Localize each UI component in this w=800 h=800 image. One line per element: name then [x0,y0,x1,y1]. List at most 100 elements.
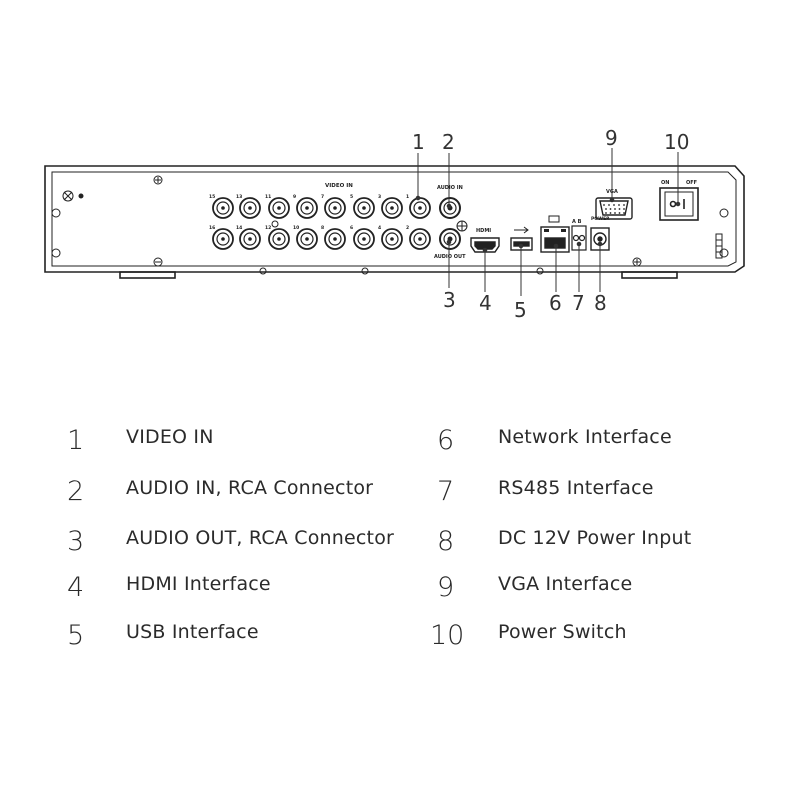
callout-6: 6 [549,291,562,315]
callout-8: 8 [594,291,607,315]
bnc-connector [212,228,234,250]
bnc-connector-inner [272,232,286,246]
bnc-channel-label: 16 [209,225,215,231]
legend-label: Network Interface [498,426,672,448]
bnc-connector-inner [300,201,314,215]
audio-out-panel-label: AUDIO OUT [434,254,466,260]
bnc-connector-pin [418,237,422,241]
legend-number: 2 [67,476,85,507]
bnc-connector-pin [221,237,225,241]
bnc-channel-label: 10 [293,225,299,231]
vga-pin [623,204,625,206]
legend-number: 9 [437,572,455,603]
vga-port [595,197,633,220]
legend-label: USB Interface [126,621,259,643]
vga-pin [605,208,607,210]
legend-label: AUDIO IN, RCA Connector [126,477,374,499]
bnc-connector-pin [277,237,281,241]
vga-pin [614,208,616,210]
bnc-channel-label: 5 [350,194,353,200]
vga-pin [618,204,620,206]
audio-in-panel-label: AUDIO IN [437,185,463,191]
callout-9: 9 [605,126,618,150]
vga-pin [623,208,625,210]
rs485-panel-label: A B [572,219,582,225]
bnc-channel-label: 9 [293,194,296,200]
bnc-connector [381,228,403,250]
legend-number: 3 [67,526,85,557]
bnc-channel-label: 2 [406,225,409,231]
vga-pin [608,204,610,206]
bnc-connector [268,197,290,219]
callout-4: 4 [479,291,492,315]
callout-10: 10 [664,130,689,154]
hdmi-port [470,237,500,253]
bnc-connector-inner [413,232,427,246]
bnc-connector-inner [328,201,342,215]
legend-label: DC 12V Power Input [498,527,692,549]
bnc-connector-inner [272,201,286,215]
bnc-connector-pin [333,206,337,210]
bnc-connector-pin [248,237,252,241]
callout-7: 7 [572,291,585,315]
bnc-connector-inner [216,201,230,215]
bnc-connector-inner [385,232,399,246]
chassis-screws [51,175,729,275]
callout-lines [415,148,681,296]
bnc-channel-label: 8 [321,225,324,231]
bnc-connector-inner [243,232,257,246]
legend-label: VIDEO IN [126,426,214,448]
power-switch-on-label: ON [661,180,669,186]
vga-pin [623,212,625,214]
vga-pin [605,212,607,214]
bnc-connector [296,197,318,219]
bnc-connector-inner [357,201,371,215]
bnc-channel-label: 6 [350,225,353,231]
legend-label: RS485 Interface [498,477,654,499]
bnc-channel-label: 13 [236,194,242,200]
bnc-connector-pin [221,206,225,210]
bnc-connector-inner [243,201,257,215]
callout-numbers: 1 2 3 4 5 6 7 8 9 10 [412,126,689,322]
vga-pin [618,208,621,210]
side-vent [715,233,723,259]
bnc-connector [239,197,261,219]
callout-2: 2 [442,130,455,154]
bnc-connector-pin [305,206,309,210]
vga-pin [614,212,616,214]
bnc-connector-inner [328,232,342,246]
power-switch [659,187,699,221]
bnc-connector-pin [333,237,337,241]
legend-number: 4 [67,572,85,603]
bnc-connector [296,228,318,250]
bnc-channel-label: 3 [378,194,381,200]
bnc-connector [381,197,403,219]
bnc-connector-pin [390,206,394,210]
legend-label: VGA Interface [498,573,633,595]
bnc-channel-label: 1 [406,194,409,200]
legend-number: 10 [430,620,465,651]
chassis [44,165,745,279]
callout-3: 3 [443,288,456,312]
vga-pin [613,204,615,206]
vga-pin [609,208,612,210]
legend-number: 6 [437,425,455,456]
bnc-connector [409,228,431,250]
callout-5: 5 [514,298,527,322]
legend-number: 1 [67,425,85,456]
legend-label: AUDIO OUT, RCA Connector [126,527,395,549]
bnc-connector-pin [362,206,366,210]
vga-pin [609,212,612,214]
legend-label: HDMI Interface [126,573,271,595]
legend-number: 5 [67,620,85,651]
bnc-channel-label: 4 [378,225,381,231]
bnc-connector [212,197,234,219]
bnc-connector-inner [357,232,371,246]
vga-pins [603,204,625,214]
bnc-connector-pin [418,206,422,210]
legend-number: 8 [437,526,455,557]
legend-number: 7 [437,476,455,507]
